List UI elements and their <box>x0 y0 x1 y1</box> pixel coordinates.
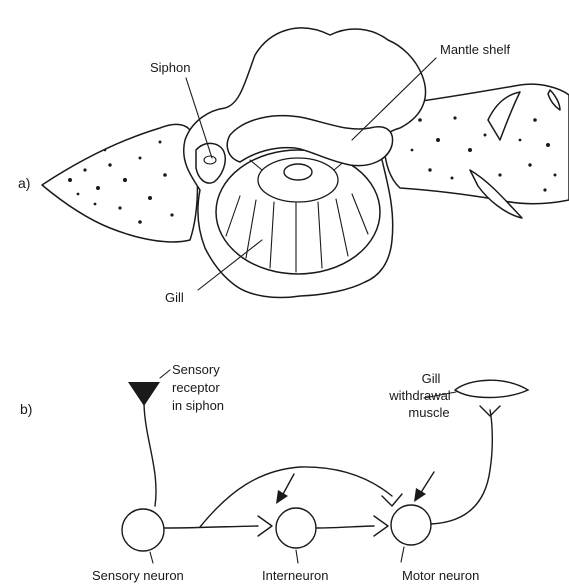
sensory-to-interneuron-axon <box>164 526 258 528</box>
sensory-axon <box>144 404 156 506</box>
receptor-leader <box>160 370 170 378</box>
panel-a-label: a) <box>18 175 30 191</box>
siphon-opening <box>204 156 216 164</box>
interneuron-to-motor-axon <box>316 526 374 528</box>
modulatory-arrow-motor <box>414 472 434 502</box>
sensory-neuron-tick <box>150 552 153 563</box>
sensory-neuron-soma <box>122 509 164 551</box>
gill-muscle-icon <box>455 380 528 397</box>
sensory-receptor-icon <box>128 382 160 406</box>
gill-muscle-label-line3: muscle <box>408 405 449 420</box>
motor-axon <box>431 410 492 524</box>
left-body <box>42 124 198 242</box>
sensory-receptor-label-line1: Sensory <box>172 362 220 377</box>
motor-neuron-label: Motor neuron <box>402 568 479 583</box>
mantle-shelf-label: Mantle shelf <box>440 42 510 57</box>
gill-label: Gill <box>165 290 184 305</box>
interneuron-tick <box>296 550 298 563</box>
gill-muscle-label-line2: withdrawal <box>388 388 451 403</box>
interneuron-soma <box>276 508 316 548</box>
sensory-neuron-label: Sensory neuron <box>92 568 184 583</box>
sensory-receptor-label-line3: in siphon <box>172 398 224 413</box>
sensory-receptor-label-line2: receptor <box>172 380 220 395</box>
gill-center <box>284 164 312 180</box>
synapse-motor-inter <box>374 516 388 536</box>
aplysia-illustration <box>42 28 569 298</box>
gill-muscle-label-line1: Gill <box>422 371 441 386</box>
motor-neuron-tick <box>401 547 404 562</box>
synapse-interneuron <box>258 516 272 536</box>
panel-b-label: b) <box>20 401 32 417</box>
siphon-label: Siphon <box>150 60 190 75</box>
motor-neuron-soma <box>391 505 431 545</box>
modulatory-arrow-interneuron <box>276 474 294 504</box>
interneuron-label: Interneuron <box>262 568 329 583</box>
